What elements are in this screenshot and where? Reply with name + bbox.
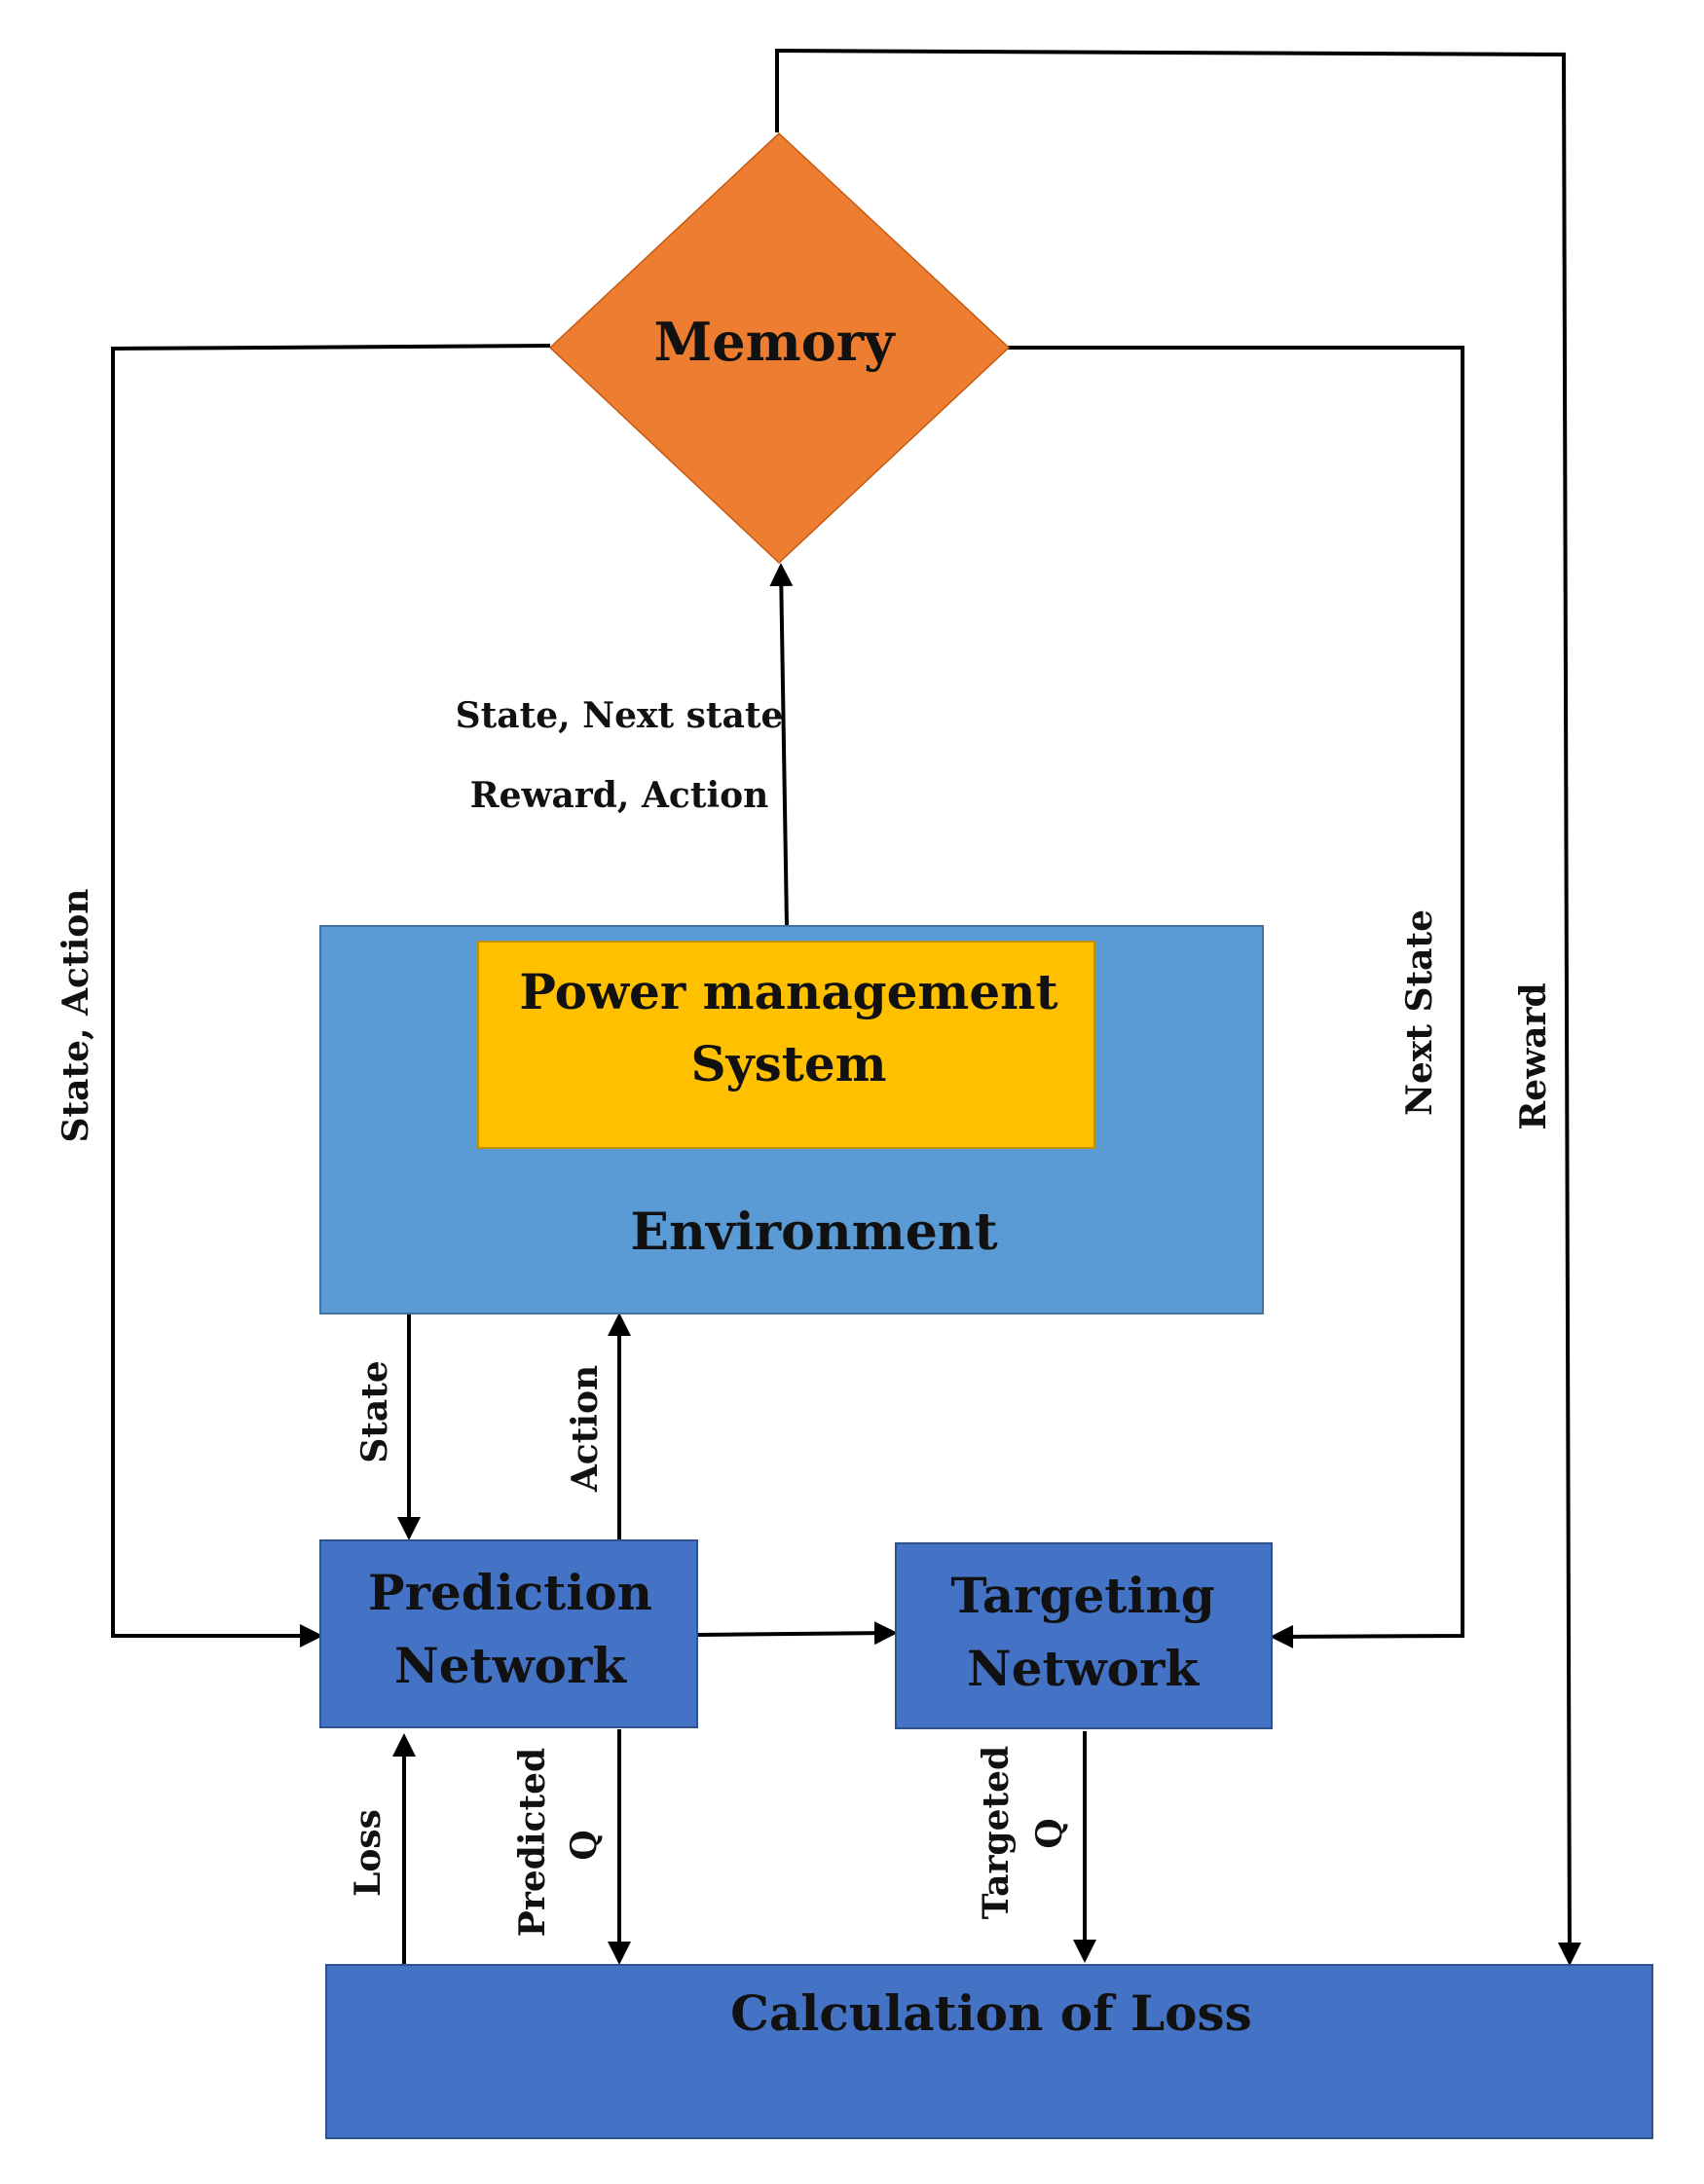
experience-label-line2: Reward, Action bbox=[470, 775, 769, 816]
reward-edge-label: Reward bbox=[1513, 982, 1554, 1129]
memory-to-targeting-arrow bbox=[1008, 346, 1464, 1648]
predicted-q-label-line2: Q bbox=[564, 1830, 605, 1860]
power-management-label-line2: System bbox=[690, 1035, 886, 1092]
calculation-of-loss-box bbox=[325, 1964, 1653, 2139]
targeted-q-label-line2: Q bbox=[1029, 1818, 1070, 1848]
prediction-network-node: Prediction Network bbox=[319, 1539, 698, 1728]
experience-label-line1: State, Next state bbox=[456, 695, 784, 736]
state-edge-label: State bbox=[354, 1360, 395, 1463]
next-state-edge-label: Next State bbox=[1399, 909, 1440, 1116]
targeting-network-node: Targeting Network bbox=[895, 1542, 1273, 1729]
loss-edge-label: Loss bbox=[348, 1809, 389, 1897]
targeting-network-box bbox=[895, 1542, 1273, 1729]
calculation-of-loss-node: Calculation of Loss bbox=[325, 1964, 1653, 2139]
power-management-node: Power management System bbox=[477, 941, 1095, 1149]
targeting-network-label-line2: Network bbox=[967, 1640, 1200, 1697]
state-action-edge-label: State, Action bbox=[56, 889, 96, 1143]
predicted-q-label-line1: Predicted bbox=[512, 1748, 553, 1937]
memory-node: Memory bbox=[548, 131, 1011, 565]
memory-diamond bbox=[548, 131, 1011, 565]
prediction-network-box bbox=[319, 1539, 698, 1728]
prediction-network-label-line1: Prediction bbox=[368, 1564, 652, 1621]
prediction-network-label-line2: Network bbox=[394, 1637, 627, 1694]
targeted-q-label-line1: Targeted bbox=[976, 1746, 1017, 1919]
experience-to-memory-arrow bbox=[769, 563, 794, 927]
prediction-to-targeting-arrow bbox=[696, 1621, 898, 1646]
environment-label: Environment bbox=[630, 1203, 997, 1262]
targeting-network-label-line1: Targeting bbox=[950, 1567, 1214, 1624]
action-edge-label: Action bbox=[565, 1365, 606, 1493]
memory-label: Memory bbox=[653, 311, 896, 373]
memory-to-prediction-arrow bbox=[111, 344, 551, 1647]
calculation-of-loss-label: Calculation of Loss bbox=[730, 1984, 1252, 2042]
memory-to-loss-arrow bbox=[775, 48, 1581, 1966]
power-management-box bbox=[477, 941, 1095, 1149]
power-management-label-line1: Power management bbox=[519, 963, 1057, 1020]
